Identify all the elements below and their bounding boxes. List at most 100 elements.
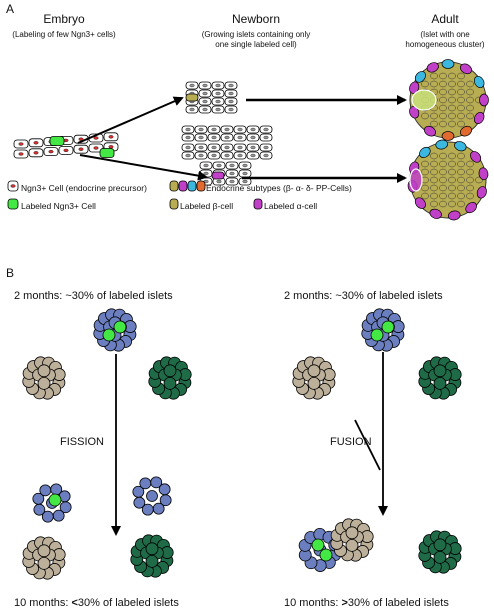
fission-result-blue-islet-labeled [32,483,72,523]
labeled-cluster [409,168,423,192]
newborn-cell-nucleus [242,163,248,168]
fusion-end-green-islet [418,530,462,574]
beta-cell-outline [466,168,474,176]
newborn-cell-nucleus [250,153,256,158]
islet-cell [32,492,45,505]
beta-cell-outline [439,104,447,112]
peripheral-endocrine-cell [409,106,420,119]
labeled-ngn3-cell [99,148,115,158]
beta-cell-outline [457,72,465,80]
beta-cell-outline [457,192,465,200]
labeled-cell [311,538,325,552]
beta-cell-outline [430,176,438,184]
legend-ngn3-swatch-nucleus [10,184,16,188]
newborn-cell-nucleus [185,135,191,140]
islet-cell [37,544,51,558]
islet-cell [433,551,447,564]
beta-cell-outline [466,96,474,104]
newborn-cell-nucleus [215,99,221,104]
newborn-cell-nucleus [242,171,248,176]
peripheral-endocrine-cell [465,202,477,214]
labeled-cell [102,328,116,342]
labeled-cell [48,493,62,507]
beta-cell-outline [439,88,447,96]
newborn-cell-nucleus [185,145,191,150]
peripheral-endocrine-cell [459,63,473,75]
peripheral-endocrine-cell [459,125,473,137]
beta-cell-outline [448,112,456,120]
beta-cell-outline [457,88,465,96]
peripheral-endocrine-cell [454,141,467,152]
newborn-cell-nucleus [215,91,221,96]
islet-cell [39,484,52,497]
islet-cell [141,503,154,516]
fusion-header: 2 months: ~30% of labeled islets [284,290,443,302]
newborn-cell-nucleus [215,107,221,112]
legend-endocrine-subtypes-label: Endocrine subtypes (β- α- δ- PP-Cells) [206,183,352,193]
fission-end-tan-islet [22,536,66,580]
beta-cell-outline [448,184,456,192]
fusion-footer-prefix: 10 months: [284,597,342,609]
peripheral-endocrine-cell [478,167,489,181]
beta-cell-outline [457,152,465,160]
islet-cell [37,364,51,378]
embryo-subtitle: (Labeling of few Ngn3+ cells) [12,30,116,39]
beta-cell-outline [421,192,429,200]
peripheral-endocrine-cell [441,131,455,141]
labeled-cell [381,320,395,334]
islet-cell [163,376,177,390]
beta-cell-outline [439,112,447,120]
islet-cell [307,376,321,390]
legend-labeled-alpha-swatch [253,198,263,210]
beta-cell-outline [421,184,429,192]
islet-cell [433,538,447,552]
fusion-footer-suffix: 30% of labeled islets [347,597,449,609]
ngn3-cell-nucleus [48,150,54,154]
labeled-cell [319,548,333,562]
beta-cell-outline [430,120,438,128]
ngn3-cell-nucleus [78,137,84,141]
ngn3-cell-nucleus [93,146,99,150]
beta-cell-outline [439,200,447,208]
newborn-cell-nucleus [189,83,195,88]
newborn-cell-nucleus [189,107,195,112]
ngn3-cell-nucleus [108,135,114,139]
arrow-embryo-to-newborn-top [77,96,184,144]
beta-cell-outline [430,200,438,208]
beta-cell-outline [448,152,456,160]
beta-cell-outline [439,168,447,176]
ngn3-cell-nucleus [18,152,24,156]
legend-alpha-swatch [178,180,188,192]
beta-cell-outline [457,176,465,184]
beta-cell-outline [421,160,429,168]
newborn-cell-nucleus [237,127,243,132]
beta-cell-outline [466,80,474,88]
beta-cell-outline [439,80,447,88]
newborn-cell-nucleus [211,127,217,132]
islet-cell [145,542,159,556]
legend-labeled-beta-swatch [169,198,179,210]
newborn-cell-nucleus [263,127,269,132]
ngn3-cell-nucleus [63,148,69,152]
beta-cell-outline [448,96,456,104]
beta-cell-outline [439,192,447,200]
islet-cell [33,503,46,516]
beta-cell-outline [430,184,438,192]
beta-cell-outline [475,176,483,184]
beta-cell-outline [430,152,438,160]
islet-cell [163,364,177,378]
islet-cell [41,510,54,523]
beta-cell-outline [457,112,465,120]
newborn-cell-nucleus [211,145,217,150]
fusion-result-merged-tan [330,518,374,562]
newborn-cell-nucleus [198,145,204,150]
beta-cell-outline [448,176,456,184]
peripheral-endocrine-cell [423,125,437,137]
labeled-cell [113,320,127,334]
newborn-cell-nucleus [224,153,230,158]
peripheral-endocrine-cell [479,93,489,107]
peripheral-endocrine-cell [435,139,449,150]
newborn-cell-nucleus [202,99,208,104]
newborn-cell-nucleus [224,127,230,132]
newborn-cell-nucleus [237,153,243,158]
